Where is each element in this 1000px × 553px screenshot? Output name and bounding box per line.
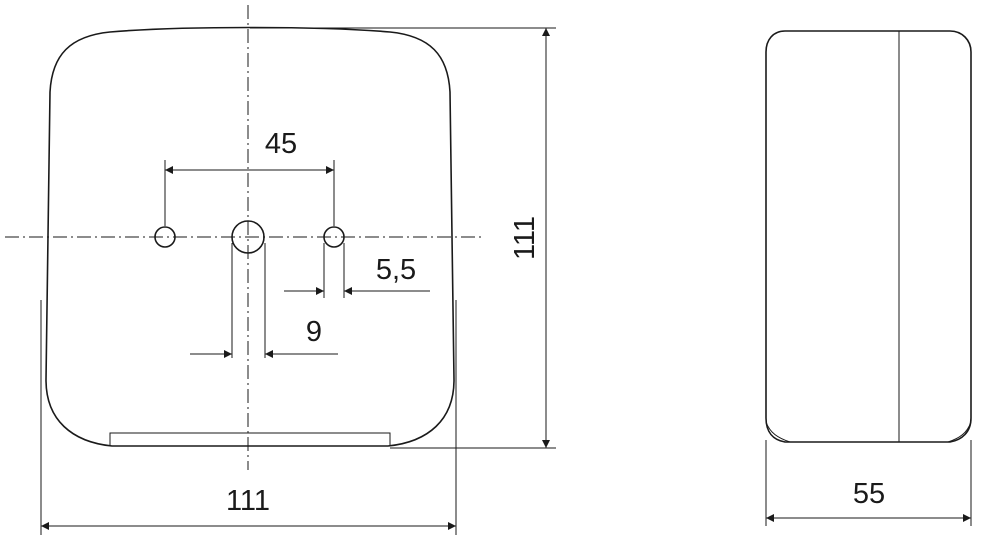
dim-height-label: 111 [509,216,541,260]
side-outline [765,30,972,443]
housing-base-step [109,432,391,446]
right-mounting-hole [323,226,345,248]
front-view: 45 5,5 9 111 111 [5,5,556,535]
side-bottom-lip [765,421,791,443]
dim-45-label: 45 [265,128,297,160]
side-bottom-lip-right [947,421,972,443]
center-hole [231,220,265,254]
dim-9-label: 9 [306,316,322,348]
dim-depth-label: 55 [853,478,885,510]
side-view: 55 [765,30,972,526]
left-mounting-hole [154,226,176,248]
dim-5-5-label: 5,5 [376,254,416,286]
dim-width-label: 111 [226,485,270,517]
